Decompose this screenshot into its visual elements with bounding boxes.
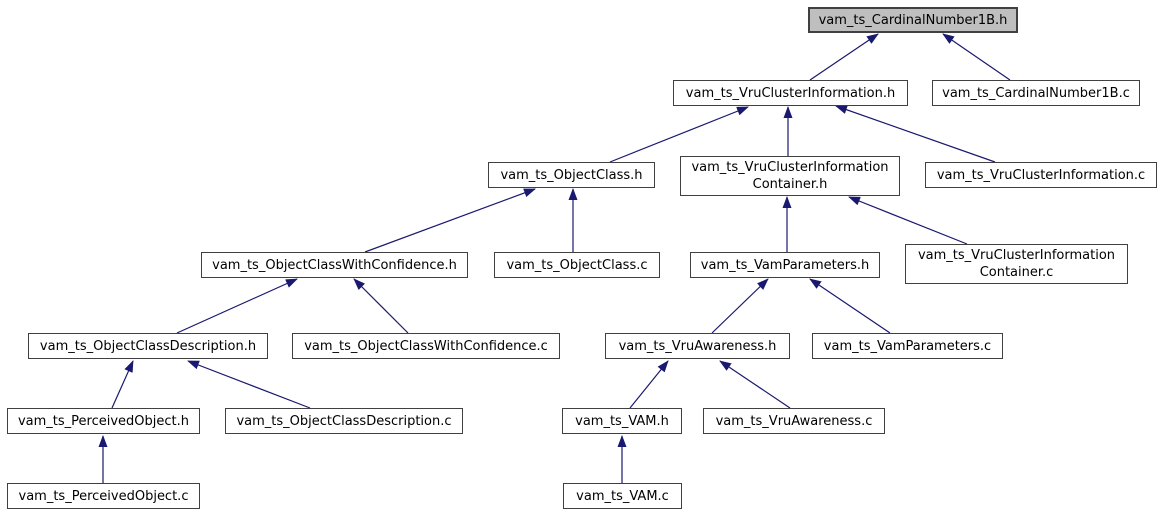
edge-11-6 bbox=[353, 278, 409, 334]
node-vruawareness-c[interactable]: vam_ts_VruAwareness.c bbox=[703, 408, 885, 434]
node-objectclassdescription-c[interactable]: vam_ts_ObjectClassDescription.c bbox=[225, 408, 463, 434]
node-vam-c[interactable]: vam_ts_VAM.c bbox=[563, 483, 682, 509]
node-label: vam_ts_CardinalNumber1B.h bbox=[818, 12, 1008, 28]
node-label: vam_ts_ObjectClass.c bbox=[506, 257, 648, 273]
node-label: vam_ts_VruClusterInformation.c bbox=[936, 167, 1146, 183]
node-label: vam_ts_VamParameters.h bbox=[700, 257, 870, 273]
edge-5-1 bbox=[835, 105, 996, 163]
edge-9-4 bbox=[848, 196, 968, 245]
node-vruclusterinformationcontainer-c[interactable]: vam_ts_VruClusterInformation Container.c bbox=[905, 244, 1128, 284]
node-label: vam_ts_VAM.c bbox=[576, 488, 669, 504]
node-objectclasswithconfidence-h[interactable]: vam_ts_ObjectClassWithConfidence.h bbox=[201, 252, 468, 278]
edge-15-10 bbox=[187, 360, 311, 409]
node-label: vam_ts_PerceivedObject.h bbox=[17, 413, 190, 429]
node-label: vam_ts_VruAwareness.h bbox=[618, 338, 777, 354]
node-cardinalnumber1b-h[interactable]: vam_ts_CardinalNumber1B.h bbox=[808, 7, 1018, 33]
node-label: vam_ts_VruClusterInformation.h bbox=[685, 85, 896, 101]
node-label: vam_ts_VamParameters.c bbox=[823, 338, 992, 354]
edge-10-6 bbox=[176, 278, 298, 334]
node-vruawareness-h[interactable]: vam_ts_VruAwareness.h bbox=[605, 333, 790, 359]
node-objectclass-c[interactable]: vam_ts_ObjectClass.c bbox=[494, 252, 660, 278]
node-label: vam_ts_ObjectClass.h bbox=[500, 167, 643, 183]
node-label: vam_ts_ObjectClassWithConfidence.c bbox=[304, 338, 548, 354]
node-vruclusterinformation-h[interactable]: vam_ts_VruClusterInformation.h bbox=[673, 80, 908, 106]
edge-2-0 bbox=[942, 33, 1011, 81]
edge-13-8 bbox=[809, 278, 891, 334]
edge-12-8 bbox=[711, 278, 769, 334]
node-label-line2: Container.h bbox=[752, 177, 828, 192]
node-objectclass-h[interactable]: vam_ts_ObjectClass.h bbox=[488, 162, 655, 188]
node-label-line1: vam_ts_VruClusterInformation bbox=[691, 160, 889, 175]
node-label: vam_ts_ObjectClassWithConfidence.h bbox=[212, 257, 457, 273]
edge-3-1 bbox=[609, 106, 749, 163]
node-cardinalnumber1b-c[interactable]: vam_ts_CardinalNumber1B.c bbox=[932, 80, 1140, 106]
edge-16-12 bbox=[629, 360, 669, 409]
node-label: vam_ts_VAM.h bbox=[575, 413, 669, 429]
node-vruclusterinformation-c[interactable]: vam_ts_VruClusterInformation.c bbox=[925, 162, 1157, 188]
node-label: vam_ts_CardinalNumber1B.c bbox=[942, 85, 1130, 101]
node-objectclassdescription-h[interactable]: vam_ts_ObjectClassDescription.h bbox=[28, 333, 268, 359]
edge-1-0 bbox=[809, 33, 879, 81]
node-vruclusterinformationcontainer-h[interactable]: vam_ts_VruClusterInformation Container.h bbox=[680, 156, 900, 196]
node-label: vam_ts_ObjectClassDescription.c bbox=[236, 413, 452, 429]
node-perceivedobject-h[interactable]: vam_ts_PerceivedObject.h bbox=[7, 408, 200, 434]
node-vamparameters-h[interactable]: vam_ts_VamParameters.h bbox=[690, 252, 880, 278]
edge-14-10 bbox=[111, 360, 134, 409]
node-objectclasswithconfidence-c[interactable]: vam_ts_ObjectClassWithConfidence.c bbox=[292, 333, 560, 359]
edge-6-3 bbox=[364, 188, 536, 253]
node-vamparameters-c[interactable]: vam_ts_VamParameters.c bbox=[812, 333, 1003, 359]
node-label: vam_ts_VruAwareness.c bbox=[715, 413, 873, 429]
node-label: vam_ts_ObjectClassDescription.h bbox=[39, 338, 257, 354]
node-perceivedobject-c[interactable]: vam_ts_PerceivedObject.c bbox=[7, 483, 200, 509]
node-vam-h[interactable]: vam_ts_VAM.h bbox=[562, 408, 682, 434]
node-label-line2: Container.c bbox=[979, 265, 1054, 280]
edge-17-12 bbox=[719, 360, 791, 409]
node-label-line1: vam_ts_VruClusterInformation bbox=[917, 248, 1116, 263]
node-label: vam_ts_PerceivedObject.c bbox=[18, 488, 189, 504]
